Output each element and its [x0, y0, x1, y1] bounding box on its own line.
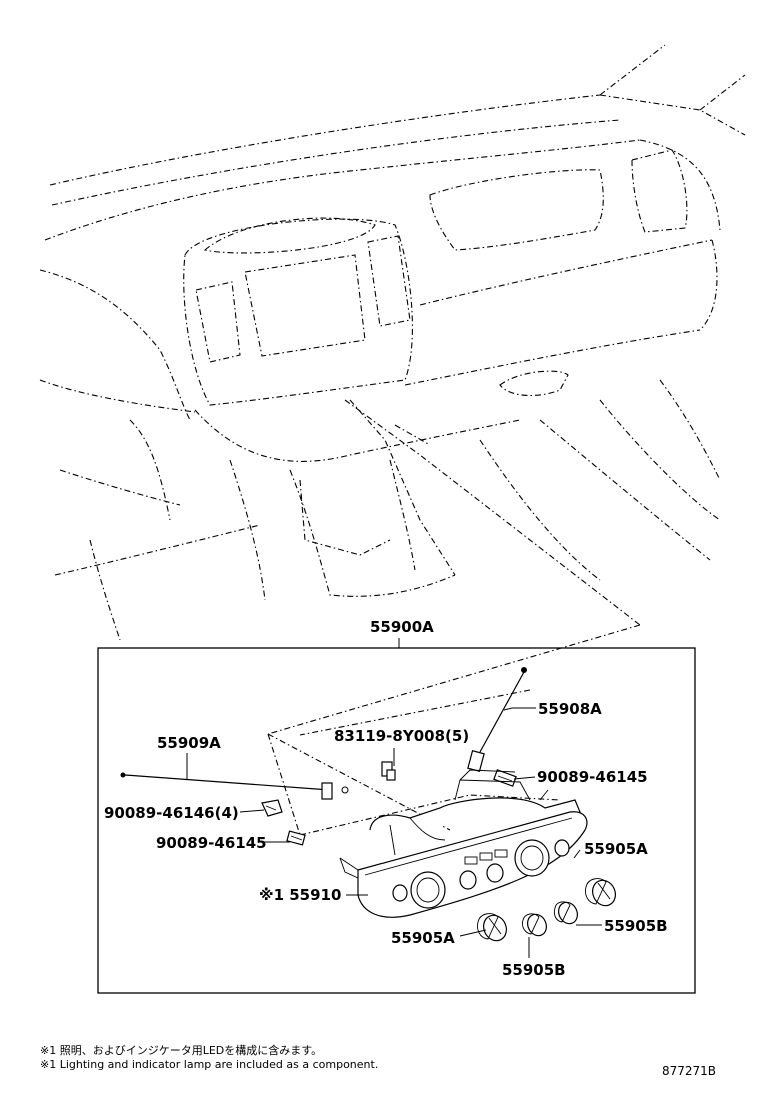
knob-55905a-bottom: [477, 913, 507, 942]
footnote-english: ※1 Lighting and indicator lamp are inclu…: [40, 1058, 379, 1071]
knob-55905b-bottom: [522, 913, 547, 937]
knob-55905b-right: [553, 901, 578, 925]
dashboard-illustration: [39, 44, 746, 735]
label-55900a: 55900A: [370, 618, 434, 636]
control-panel-55910: [339, 769, 588, 918]
leader-lines: [186, 707, 602, 958]
part-labels: 55900A 55908A 83119-8Y008(5) 55909A 9008…: [104, 618, 668, 979]
label-90089-46146: 90089-46146(4): [104, 804, 239, 822]
cable-55908a: [467, 667, 527, 772]
label-55909a: 55909A: [157, 734, 221, 752]
clip-90089-46146: [261, 799, 283, 817]
label-55905b-right: 55905B: [604, 917, 668, 935]
bulb-83119: [381, 761, 396, 781]
label-90089-46145-right: 90089-46145: [537, 768, 648, 786]
label-55908a: 55908A: [538, 700, 602, 718]
footnote-japanese: ※1 照明、およびインジケータ用LEDを構成に含みます。: [40, 1044, 323, 1057]
label-90089-46145-left: 90089-46145: [156, 834, 267, 852]
reference-code: 877271B: [661, 1064, 716, 1078]
label-55905a-right: 55905A: [584, 840, 648, 858]
cable-55909a: [120, 772, 349, 800]
knob-55905a-right: [585, 878, 616, 907]
clip-90089-46145-left: [286, 830, 306, 846]
label-83119: 83119-8Y008(5): [334, 727, 469, 745]
detail-frame: [97, 647, 696, 994]
label-55910: ※1 55910: [259, 886, 341, 904]
label-55905a-bottom: 55905A: [391, 929, 455, 947]
label-55905b-bottom: 55905B: [502, 961, 566, 979]
